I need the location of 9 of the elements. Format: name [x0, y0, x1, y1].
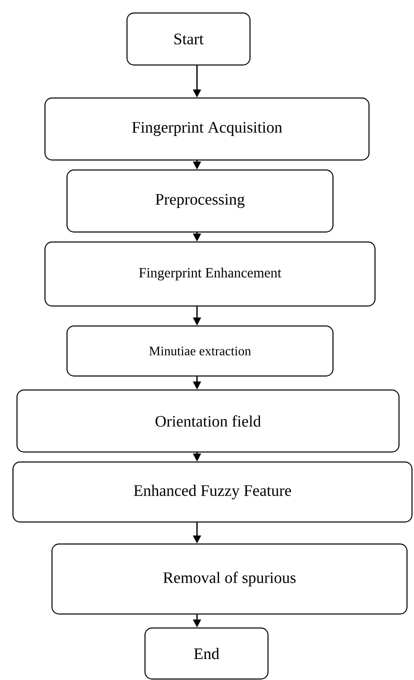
process-box: Orientation field — [16, 390, 400, 452]
process-box: Fingerprint Acquisition — [44, 98, 370, 160]
process-box: Fingerprint Enhancement — [44, 242, 376, 306]
process-box: Minutiae extraction — [66, 326, 334, 376]
process-box: Start — [126, 12, 250, 66]
process-box: Enhanced Fuzzy Feature — [12, 462, 412, 522]
process-box: Removal of spurious — [52, 544, 408, 614]
process-box: Preprocessing — [66, 170, 334, 232]
process-box: End — [144, 628, 268, 680]
